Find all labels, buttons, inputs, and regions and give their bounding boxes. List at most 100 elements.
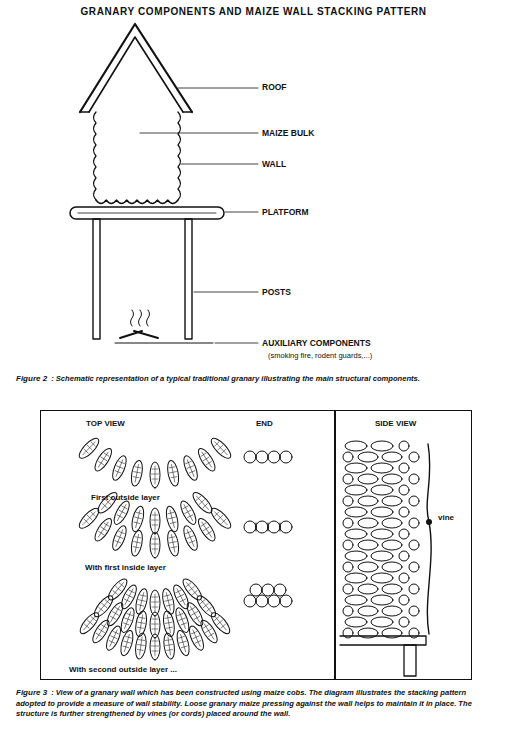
cob-outline	[175, 629, 192, 657]
cob-kernels	[107, 605, 122, 624]
cob-kernels	[136, 614, 146, 633]
roof-eaves	[80, 111, 192, 113]
cob-end	[399, 529, 409, 539]
wall-side	[178, 112, 181, 200]
cob-outline	[129, 460, 144, 487]
cob-outline	[92, 516, 115, 543]
top-view-panel: TOP VIEWENDFirst outside layerWith first…	[40, 410, 336, 680]
part-label: ROOF	[262, 82, 287, 92]
cob-kernels	[212, 614, 229, 632]
maize-cob-ends	[244, 451, 292, 607]
maize-cob	[190, 490, 215, 516]
cob-side	[345, 551, 367, 561]
cob-kernels	[121, 611, 134, 630]
cob-side	[345, 485, 367, 495]
cob-kernels	[132, 464, 142, 483]
cob-kernels	[184, 458, 197, 477]
cob-end	[280, 521, 292, 533]
cob-kernels	[122, 587, 136, 606]
maize-cob	[129, 460, 144, 487]
cob-kernels	[201, 622, 216, 641]
maize-cob	[162, 632, 176, 659]
maize-cob	[194, 593, 218, 619]
cob-outline	[150, 634, 160, 660]
wall-side-view	[343, 441, 419, 638]
maize-cob	[104, 601, 126, 629]
cob-outline	[106, 576, 130, 602]
cob-side	[371, 573, 393, 583]
cob-kernels	[107, 629, 121, 648]
cob-kernels	[152, 638, 159, 656]
cob-kernels	[93, 622, 108, 641]
cob-end	[399, 485, 409, 495]
cob-side	[382, 496, 402, 506]
cob-end	[343, 540, 353, 550]
cob-side	[371, 617, 393, 627]
cob-outline	[208, 610, 232, 636]
maize-cob	[90, 618, 112, 645]
cob-kernels	[212, 509, 230, 527]
cob-end	[409, 496, 419, 506]
cob-outline	[166, 530, 181, 557]
maize-cob	[150, 462, 160, 488]
cob-kernels	[80, 439, 98, 457]
maize-cob	[118, 629, 135, 657]
post	[185, 219, 192, 339]
cob-end	[268, 521, 280, 533]
maize-cob	[187, 624, 207, 652]
maize-cob	[110, 454, 129, 482]
maize-cob	[104, 624, 124, 652]
cob-kernels	[181, 503, 196, 522]
maize-cobs-top-view	[76, 436, 233, 660]
cob-side	[382, 584, 402, 594]
cob-end	[409, 606, 419, 616]
caption-text: : View of a granary wall which has been …	[16, 688, 472, 718]
cob-end	[409, 474, 419, 484]
cob-end	[409, 540, 419, 550]
maize-cob	[150, 532, 160, 558]
cob-end	[256, 521, 268, 533]
maize-cob	[150, 508, 160, 534]
cob-kernels	[199, 520, 215, 539]
cob-end	[343, 606, 353, 616]
layer-label: vine	[438, 513, 454, 523]
maize-cob	[129, 530, 144, 557]
cob-kernels	[184, 528, 197, 547]
part-label: (smoking fire, rodent guards,...)	[268, 351, 372, 360]
side-view-panel: SIDE VIEWvine	[334, 410, 472, 680]
cob-side	[382, 518, 402, 528]
cob-kernels	[121, 633, 133, 652]
cob-kernels	[114, 503, 129, 522]
cob-outline	[90, 618, 112, 645]
cob-kernels	[95, 450, 111, 469]
layer-label: First outside layer	[91, 493, 160, 503]
cob-outline	[77, 610, 101, 636]
cob-outline	[76, 436, 101, 462]
cob-end	[256, 451, 268, 463]
cob-kernels	[113, 458, 126, 477]
cob-end	[409, 584, 419, 594]
cob-side	[358, 562, 378, 572]
layer-label: With first inside layer	[85, 563, 166, 573]
cob-end	[256, 595, 268, 607]
cob-outline	[104, 624, 124, 652]
cob-outline	[190, 490, 215, 516]
cob-side	[371, 507, 393, 517]
cob-outline	[178, 499, 199, 527]
cob-outline	[92, 446, 115, 473]
maize-cob	[150, 634, 160, 660]
cob-end	[274, 584, 286, 596]
cob-outline	[150, 462, 160, 488]
ground-line	[115, 343, 213, 344]
part-label: AUXILIARY COMPONENTS	[262, 338, 371, 348]
cob-end	[268, 595, 280, 607]
maize-cob	[171, 583, 192, 611]
cob-kernels	[132, 534, 142, 553]
cob-outline	[150, 532, 160, 558]
cob-outline	[173, 606, 191, 634]
cob-kernels	[168, 464, 178, 483]
granary-wall	[94, 112, 181, 204]
cob-outline	[194, 593, 218, 619]
side-post	[404, 645, 416, 676]
